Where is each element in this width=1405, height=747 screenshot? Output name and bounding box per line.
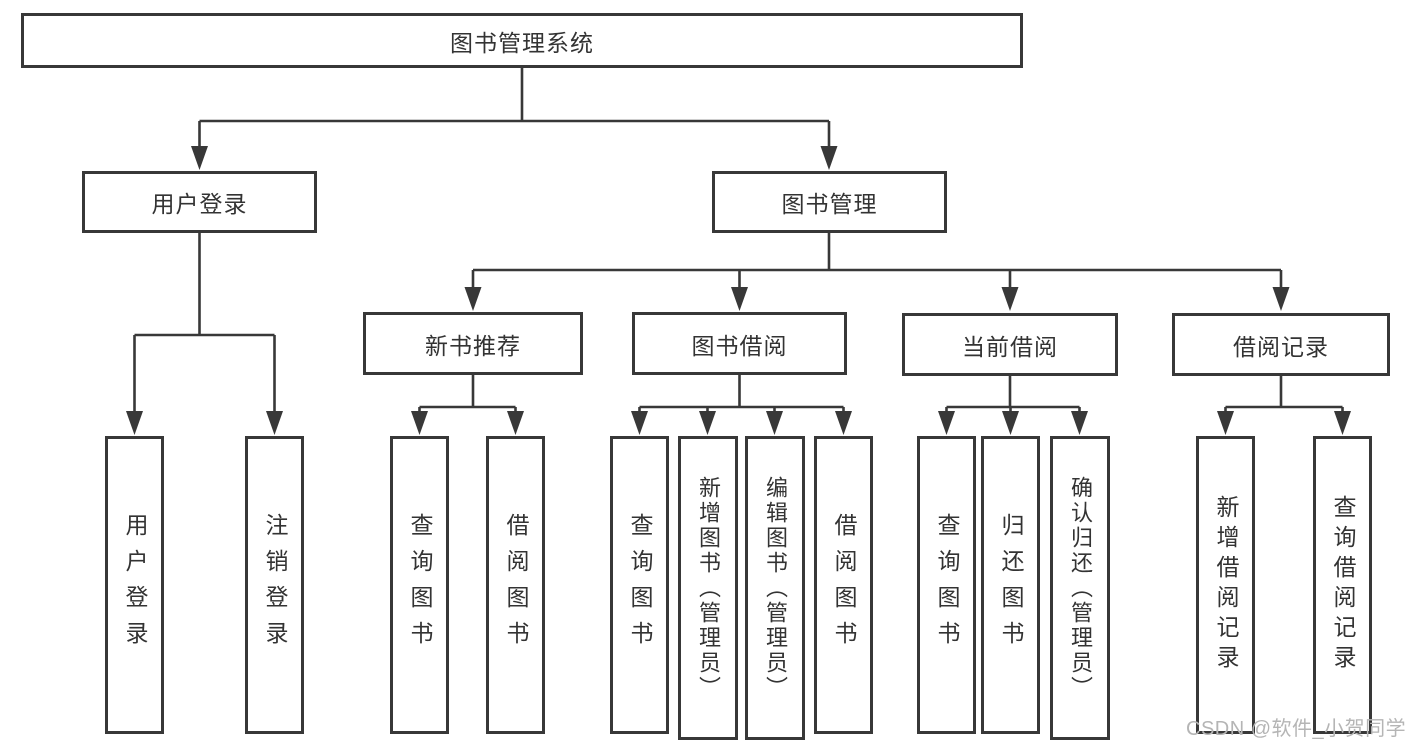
connector-bookborrow-to-leaves — [638, 375, 845, 413]
node-label: 当前借阅 — [962, 333, 1058, 360]
arrowheads — [126, 146, 1351, 435]
arrowhead — [938, 411, 955, 435]
connector-userlogin-to-leaves — [133, 233, 276, 413]
arrowhead — [191, 146, 208, 170]
leaf-label: 归还图书 — [998, 513, 1024, 657]
leaf-add-books-admin: 新增图书（管理员） — [678, 436, 738, 740]
leaf-query-books-1: 查询图书 — [390, 436, 449, 734]
leaf-label: 借阅图书 — [503, 513, 529, 657]
arrowhead — [507, 411, 524, 435]
arrowhead — [411, 411, 428, 435]
arrowhead — [835, 411, 852, 435]
leaf-confirm-return-admin: 确认归还（管理员） — [1050, 436, 1110, 740]
csdn-watermark: CSDN @软件_小贺同学 — [1186, 718, 1405, 740]
leaf-borrow-books-1: 借阅图书 — [486, 436, 545, 734]
node-library-management-system: 图书管理系统 — [21, 13, 1023, 68]
leaf-label: 查询借阅记录 — [1330, 495, 1356, 675]
node-label: 用户登录 — [151, 191, 248, 217]
node-label: 图书管理系统 — [450, 29, 594, 56]
leaf-label: 确认归还（管理员） — [1068, 475, 1093, 701]
arrowhead — [766, 411, 783, 435]
leaf-query-books-3: 查询图书 — [917, 436, 976, 734]
node-user-login: 用户登录 — [82, 171, 317, 233]
node-label: 图书借阅 — [691, 332, 788, 359]
leaf-label: 注销登录 — [262, 513, 288, 657]
leaf-query-borrow-record: 查询借阅记录 — [1313, 436, 1372, 734]
leaf-query-books-2: 查询图书 — [610, 436, 669, 734]
leaf-label: 查询图书 — [627, 513, 653, 657]
arrowhead — [464, 287, 482, 311]
arrowhead — [1334, 411, 1351, 435]
leaf-add-borrow-record: 新增借阅记录 — [1196, 436, 1255, 734]
arrowhead — [1272, 287, 1290, 311]
leaf-label: 用户登录 — [122, 513, 148, 657]
arrowhead — [820, 146, 838, 170]
arrowhead — [266, 411, 283, 435]
leaf-label: 编辑图书（管理员） — [763, 475, 788, 701]
leaf-label: 借阅图书 — [831, 513, 857, 657]
node-label: 借阅记录 — [1233, 333, 1329, 360]
leaf-logout: 注销登录 — [245, 436, 304, 734]
node-label: 图书管理 — [781, 191, 878, 217]
connector-newbookrec-to-leaves — [418, 375, 517, 413]
node-new-book-recommend: 新书推荐 — [363, 312, 583, 375]
arrowhead — [1071, 411, 1088, 435]
node-current-borrowing: 当前借阅 — [902, 313, 1118, 376]
node-book-management: 图书管理 — [712, 171, 947, 233]
connector-currentborrow-to-leaves — [945, 376, 1081, 413]
leaf-borrow-books-2: 借阅图书 — [814, 436, 873, 734]
leaf-return-books: 归还图书 — [981, 436, 1040, 734]
leaf-label: 查询图书 — [934, 513, 960, 657]
arrowhead — [1002, 411, 1019, 435]
node-borrowing-records: 借阅记录 — [1172, 313, 1390, 376]
connector-bookmgmt-to-level3 — [471, 233, 1283, 289]
connector-borrowrecord-to-leaves — [1224, 376, 1344, 413]
leaf-user-login: 用户登录 — [105, 436, 164, 734]
arrowhead — [1217, 411, 1234, 435]
node-book-borrowing: 图书借阅 — [632, 312, 847, 375]
arrowhead — [1001, 287, 1019, 311]
arrowhead — [631, 411, 648, 435]
leaf-edit-books-admin: 编辑图书（管理员） — [745, 436, 805, 740]
leaf-label: 查询图书 — [407, 513, 433, 657]
arrowhead — [699, 411, 716, 435]
node-label: 新书推荐 — [425, 332, 521, 359]
leaf-label: 新增图书（管理员） — [696, 475, 721, 701]
leaf-label: 新增借阅记录 — [1213, 495, 1239, 675]
arrowhead — [126, 411, 143, 435]
arrowhead — [731, 287, 748, 311]
connector-root-to-level2 — [198, 68, 831, 148]
